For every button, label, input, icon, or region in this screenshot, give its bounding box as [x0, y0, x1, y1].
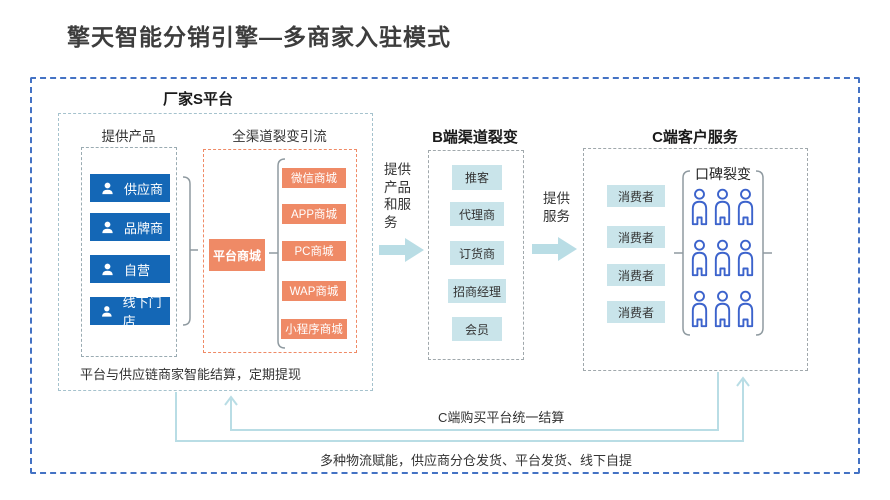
consumer-person-icon: [737, 239, 754, 277]
page-title: 擎天智能分销引擎—多商家入驻模式: [67, 24, 451, 50]
mall-item: WAP商城: [282, 281, 346, 301]
consumer-person-icon: [691, 239, 708, 277]
flow-arrow-icon: [379, 238, 424, 262]
flow-arrow-icon: [532, 237, 577, 261]
word-of-mouth-people: [689, 187, 757, 329]
person-icon: [102, 182, 113, 194]
consumer-person-icon: [714, 290, 731, 328]
consumer-person-icon: [714, 239, 731, 277]
supplier-label: 品牌商: [124, 220, 164, 236]
bracket-connector-icon: [182, 176, 198, 326]
provide-products-box: [81, 147, 177, 357]
person-icon: [102, 305, 112, 317]
bracket-connector-icon: [755, 170, 772, 336]
c-service-title: C端客户服务: [652, 129, 738, 146]
factory-title: 厂家S平台: [162, 91, 233, 108]
supplier-label: 供应商: [124, 181, 164, 197]
mall-item: PC商城: [282, 241, 346, 261]
supplier-item: 供应商: [90, 174, 170, 202]
b-channel-item: 招商经理: [448, 279, 506, 303]
person-icon: [102, 221, 113, 233]
consumer-item: 消费者: [607, 226, 665, 248]
bracket-connector-icon: [269, 158, 286, 349]
mall-item: APP商城: [282, 204, 346, 224]
consumer-item: 消费者: [607, 301, 665, 323]
settlement-note: 平台与供应链商家智能结算，定期提现: [80, 367, 302, 382]
channels-box: [203, 149, 357, 353]
supplier-item: 品牌商: [90, 213, 170, 241]
platform-boundary: [30, 77, 860, 474]
c-service-box: [583, 148, 808, 371]
supplier-label: 线下门店: [122, 295, 162, 329]
provide-products-label: 提供产品: [101, 129, 156, 144]
b-channel-title: B端渠道裂变: [432, 129, 518, 146]
mall-item: 微信商城: [282, 168, 346, 188]
consumer-person-icon: [691, 188, 708, 226]
b-channel-box: [428, 150, 524, 360]
mall-item: 小程序商城: [281, 319, 347, 339]
b-channel-item: 代理商: [450, 202, 504, 226]
person-icon: [102, 263, 113, 275]
supplier-label: 自营: [124, 262, 151, 278]
b-channel-item: 推客: [452, 165, 502, 190]
supplier-item: 自营: [90, 255, 170, 283]
consumer-item: 消费者: [607, 185, 665, 207]
platform-mall-box: 平台商城: [209, 239, 265, 271]
arrow2-label: 提供服务: [543, 191, 570, 224]
bracket-connector-icon: [674, 170, 691, 336]
consumer-person-icon: [714, 188, 731, 226]
arrow1-label: 提供产品和服务: [384, 162, 411, 230]
supplier-item: 线下门店: [90, 295, 170, 329]
channels-label: 全渠道裂变引流: [232, 129, 327, 144]
settlement-loop-label: C端购买平台统一结算: [438, 410, 565, 425]
logistics-loop-label: 多种物流赋能，供应商分仓发货、平台发货、线下自提: [320, 453, 633, 468]
b-channel-item: 会员: [452, 317, 502, 341]
consumer-person-icon: [737, 188, 754, 226]
consumer-item: 消费者: [607, 264, 665, 286]
consumer-person-icon: [691, 290, 708, 328]
fission-label: 口碑裂变: [695, 166, 751, 182]
b-channel-item: 订货商: [450, 241, 504, 265]
consumer-person-icon: [737, 290, 754, 328]
